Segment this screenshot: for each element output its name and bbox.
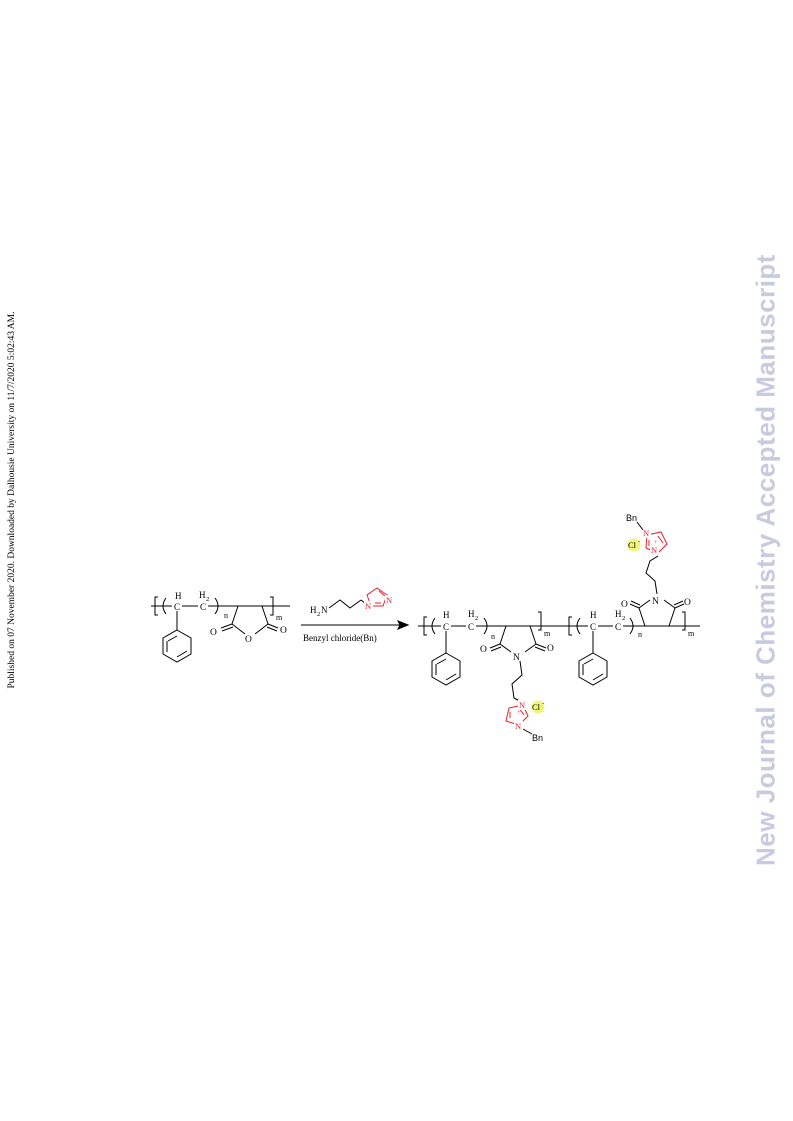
reactant-c1-label: C xyxy=(174,602,180,612)
product1-benzene-ring xyxy=(431,652,461,686)
reagent-h2n-n: N xyxy=(321,605,328,615)
reagent-imidazole-n3: N xyxy=(386,595,392,605)
reagent-imidazole-n1: N xyxy=(365,601,371,611)
reaction-arrow xyxy=(301,620,410,630)
product-unit-2: C H C H 2 n m xyxy=(566,513,700,686)
reactant-psma: C H C H 2 n m xyxy=(151,590,290,663)
reactant-c2-label: C xyxy=(200,602,206,612)
product1-imidazolium-plus: + xyxy=(517,710,521,716)
product1-succinimide-ring xyxy=(489,625,547,653)
product1-bn-label: Bn xyxy=(532,733,543,743)
product1-imidazolium-n1: N xyxy=(519,700,525,710)
product1-h-label: H xyxy=(443,610,450,620)
product1-c2-label: C xyxy=(468,622,474,632)
product2-benzene-ring xyxy=(578,652,608,686)
product1-o-left: O xyxy=(480,645,487,655)
product-unit-1: C H C H 2 n m xyxy=(418,609,566,743)
product2-chloride-charge: - xyxy=(638,538,640,545)
product2-c2-label: C xyxy=(615,622,621,632)
product2-h2-sub: 2 xyxy=(622,615,625,622)
reactant-o-left: O xyxy=(210,628,217,638)
reactant-m-label: m xyxy=(276,613,283,622)
product1-o-right: O xyxy=(547,644,554,654)
product1-bracket-right xyxy=(538,611,542,631)
reactant-n-label: n xyxy=(224,611,228,620)
product1-n-label: n xyxy=(491,632,495,641)
reactant-o-ring: O xyxy=(245,635,252,645)
reagent-benzyl-chloride-label: Benzyl chloride(Bn) xyxy=(303,633,377,643)
reactant-h2-subscript: 2 xyxy=(206,596,209,603)
product1-h2-sub: 2 xyxy=(475,615,478,622)
reactant-h2-label: H xyxy=(199,590,206,600)
product2-o-right: O xyxy=(684,598,691,608)
product2-imidazolium-n3: N xyxy=(651,545,657,555)
product2-chloride-highlight xyxy=(627,538,641,552)
product2-h2-label: H xyxy=(615,609,622,619)
product2-m-label: m xyxy=(688,629,695,638)
reactant-anhydride-ring xyxy=(220,605,279,635)
reactant-paren-left xyxy=(162,597,167,615)
product1-c1-label: C xyxy=(443,622,449,632)
product2-succinimide-ring xyxy=(629,599,685,627)
product2-o-left: O xyxy=(621,600,628,610)
product1-imide-n: N xyxy=(513,653,520,663)
product2-bracket-right xyxy=(682,611,686,631)
product1-m-label: m xyxy=(544,629,551,638)
reagent-h2n-h: H xyxy=(310,605,317,615)
reagent-imidazole-ring xyxy=(366,587,388,607)
reactant-benzene-ring xyxy=(162,629,192,663)
product2-n-label: n xyxy=(638,630,642,639)
product1-chloride-charge: - xyxy=(542,700,544,707)
product2-imidazolium-plus: + xyxy=(654,540,658,546)
product2-c1-label: C xyxy=(590,622,596,632)
reactant-o-right: O xyxy=(280,626,287,636)
product1-h2-label: H xyxy=(468,609,475,619)
product2-chloride-label: Cl xyxy=(628,540,637,550)
product2-bn-label: Bn xyxy=(626,513,637,523)
product2-imide-n: N xyxy=(652,597,659,607)
reactant-paren-right xyxy=(214,597,219,615)
reagent-h2n-sub: 2 xyxy=(317,611,320,618)
product1-chloride-label: Cl xyxy=(532,702,541,712)
reagent-aminopropylimidazole: H 2 N N N xyxy=(310,587,394,618)
product2-imidazolium-ring xyxy=(645,531,668,554)
product2-imidazolium-n1: N xyxy=(643,528,649,538)
product2-h-label: H xyxy=(590,610,597,620)
reactant-h-label: H xyxy=(175,591,182,601)
product1-chloride-highlight xyxy=(531,700,545,714)
product1-imidazolium-n3: N xyxy=(515,721,521,731)
